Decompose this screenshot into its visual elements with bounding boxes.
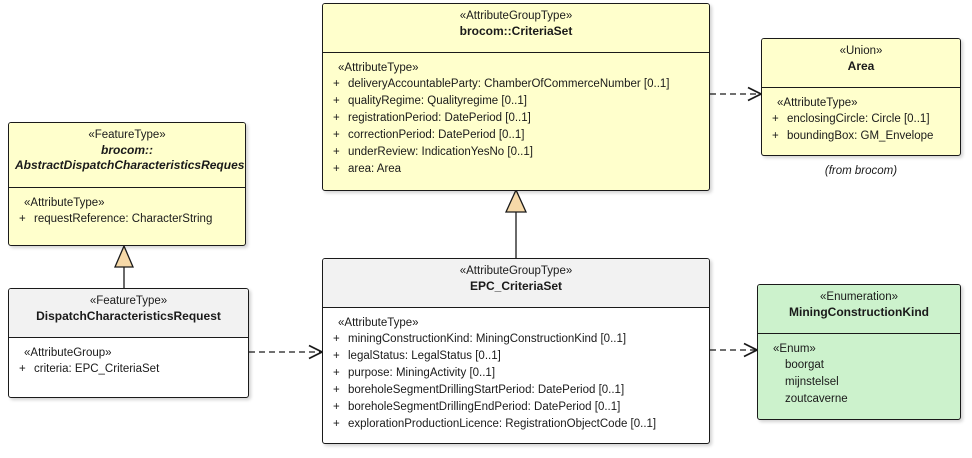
visibility-marker: + bbox=[333, 163, 340, 175]
attribute-row: + qualityRegime: Qualityregime [0..1] bbox=[329, 93, 703, 110]
attribute-row: + correctionPeriod: DatePeriod [0..1] bbox=[329, 127, 703, 144]
attribute-row: + underReview: IndicationYesNo [0..1] bbox=[329, 144, 703, 161]
visibility-marker: + bbox=[333, 384, 340, 396]
class-attributes-dispatch-request: «AttributeGroup» + criteria: EPC_Criteri… bbox=[9, 338, 248, 384]
visibility-marker: + bbox=[772, 130, 779, 142]
enum-literal: mijnstelsel bbox=[785, 376, 839, 388]
class-box-epc-criteriaset[interactable]: «AttributeGroupType» EPC_CriteriaSet «At… bbox=[322, 258, 710, 444]
visibility-marker: + bbox=[333, 78, 340, 90]
class-stereotype: «FeatureType» bbox=[88, 129, 166, 141]
class-header-abstract-dispatch: «FeatureType» brocom:: AbstractDispatchC… bbox=[9, 123, 245, 188]
attribute-text: miningConstructionKind: MiningConstructi… bbox=[348, 333, 627, 345]
class-name: Area bbox=[847, 59, 875, 73]
class-box-area[interactable]: «Union» Area «AttributeType» + enclosing… bbox=[761, 38, 961, 156]
class-name: brocom::CriteriaSet bbox=[459, 24, 573, 38]
attribute-row: + legalStatus: LegalStatus [0..1] bbox=[329, 348, 703, 365]
visibility-marker: + bbox=[333, 129, 340, 141]
visibility-marker: + bbox=[333, 95, 340, 107]
class-stereotype: «AttributeGroupType» bbox=[459, 10, 573, 22]
attribute-row: + boreholeSegmentDrillingEndPeriod: Date… bbox=[329, 399, 703, 416]
visibility-marker: + bbox=[333, 112, 340, 124]
class-name-line-2: AbstractDispatchCharacteristicsRequest bbox=[15, 158, 246, 172]
class-header-dispatch-request: «FeatureType» DispatchCharacteristicsReq… bbox=[9, 289, 248, 338]
attribute-row: + purpose: MiningActivity [0..1] bbox=[329, 365, 703, 382]
class-header-epc-criteriaset: «AttributeGroupType» EPC_CriteriaSet bbox=[323, 259, 709, 308]
area-package-caption: (from brocom) bbox=[824, 165, 898, 177]
attribute-group-stereotype: «AttributeType» bbox=[777, 97, 858, 109]
class-header-mining-construction-kind: «Enumeration» MiningConstructionKind bbox=[758, 285, 960, 334]
attribute-row: + boreholeSegmentDrillingStartPeriod: Da… bbox=[329, 382, 703, 399]
attribute-text: boreholeSegmentDrillingEndPeriod: DatePe… bbox=[348, 401, 621, 413]
class-stereotype: «Union» bbox=[839, 45, 883, 57]
attribute-text: boreholeSegmentDrillingStartPeriod: Date… bbox=[348, 384, 625, 396]
class-box-abstract-dispatch-characteristics-request[interactable]: «FeatureType» brocom:: AbstractDispatchC… bbox=[8, 122, 246, 246]
attribute-row: + criteria: EPC_CriteriaSet bbox=[15, 361, 242, 378]
attribute-row: + area: Area bbox=[329, 161, 703, 178]
class-box-mining-construction-kind[interactable]: «Enumeration» MiningConstructionKind «En… bbox=[757, 284, 961, 420]
attribute-row: + enclosingCircle: Circle [0..1] bbox=[768, 111, 954, 128]
attribute-row: + requestReference: CharacterString bbox=[15, 211, 239, 228]
attribute-group-stereotype: «AttributeType» bbox=[338, 317, 419, 329]
visibility-marker: + bbox=[19, 363, 26, 375]
visibility-marker: + bbox=[333, 418, 340, 430]
visibility-marker: + bbox=[333, 146, 340, 158]
attribute-group-stereotype: «AttributeType» bbox=[338, 62, 419, 74]
class-attributes-abstract-dispatch: «AttributeType» + requestReference: Char… bbox=[9, 188, 245, 234]
class-stereotype: «Enumeration» bbox=[820, 291, 898, 303]
generalization-dispatch-to-abstract bbox=[114, 244, 134, 288]
attribute-text: area: Area bbox=[348, 163, 402, 175]
visibility-marker: + bbox=[333, 367, 340, 379]
attribute-row: + explorationProductionLicence: Registra… bbox=[329, 416, 703, 433]
class-name: EPC_CriteriaSet bbox=[469, 279, 563, 293]
attribute-group-stereotype: «AttributeType» bbox=[24, 197, 105, 209]
class-header-area: «Union» Area bbox=[762, 39, 960, 88]
visibility-marker: + bbox=[333, 333, 340, 345]
class-stereotype: «AttributeGroupType» bbox=[459, 265, 573, 277]
attribute-text: requestReference: CharacterString bbox=[34, 213, 213, 225]
class-attributes-epc-criteriaset: «AttributeType» + miningConstructionKind… bbox=[323, 308, 709, 439]
visibility-marker: + bbox=[772, 113, 779, 125]
attribute-text: boundingBox: GM_Envelope bbox=[787, 130, 934, 142]
visibility-marker: + bbox=[333, 350, 340, 362]
class-name-line-1: brocom:: bbox=[101, 143, 153, 157]
attribute-text: correctionPeriod: DatePeriod [0..1] bbox=[348, 129, 525, 141]
attribute-text: underReview: IndicationYesNo [0..1] bbox=[348, 146, 533, 158]
attribute-text: criteria: EPC_CriteriaSet bbox=[34, 363, 160, 375]
enum-group-stereotype: «Enum» bbox=[773, 343, 816, 355]
class-literals-mining-construction-kind: «Enum» boorgat mijnstelsel zoutcaverne bbox=[758, 334, 960, 414]
enum-literal: zoutcaverne bbox=[785, 393, 848, 405]
class-attributes-area: «AttributeType» + enclosingCircle: Circl… bbox=[762, 88, 960, 151]
visibility-marker: + bbox=[333, 401, 340, 413]
class-box-dispatch-characteristics-request[interactable]: «FeatureType» DispatchCharacteristicsReq… bbox=[8, 288, 249, 398]
attribute-text: qualityRegime: Qualityregime [0..1] bbox=[348, 95, 527, 107]
attribute-text: purpose: MiningActivity [0..1] bbox=[348, 367, 496, 379]
class-stereotype: «FeatureType» bbox=[89, 295, 168, 307]
attribute-row: + miningConstructionKind: MiningConstruc… bbox=[329, 331, 703, 348]
attribute-row: + registrationPeriod: DatePeriod [0..1] bbox=[329, 110, 703, 127]
class-header-brocom-criteriaset: «AttributeGroupType» brocom::CriteriaSet bbox=[323, 4, 709, 53]
attribute-text: deliveryAccountableParty: ChamberOfComme… bbox=[348, 78, 670, 90]
class-name: MiningConstructionKind bbox=[789, 305, 929, 319]
class-box-brocom-criteriaset[interactable]: «AttributeGroupType» brocom::CriteriaSet… bbox=[322, 3, 710, 191]
class-name: DispatchCharacteristicsRequest bbox=[36, 309, 221, 323]
attribute-text: enclosingCircle: Circle [0..1] bbox=[787, 113, 930, 125]
visibility-marker: + bbox=[19, 213, 26, 225]
attribute-text: registrationPeriod: DatePeriod [0..1] bbox=[348, 112, 531, 124]
attribute-text: legalStatus: LegalStatus [0..1] bbox=[348, 350, 501, 362]
generalization-epc-to-criteriaset bbox=[504, 188, 528, 258]
attribute-text: explorationProductionLicence: Registrati… bbox=[348, 418, 657, 430]
attribute-row: + deliveryAccountableParty: ChamberOfCom… bbox=[329, 76, 703, 93]
attribute-group-stereotype: «AttributeGroup» bbox=[24, 347, 112, 359]
attribute-row: + boundingBox: GM_Envelope bbox=[768, 128, 954, 145]
enum-literal: boorgat bbox=[785, 359, 825, 371]
class-attributes-brocom-criteriaset: «AttributeType» + deliveryAccountablePar… bbox=[323, 53, 709, 184]
